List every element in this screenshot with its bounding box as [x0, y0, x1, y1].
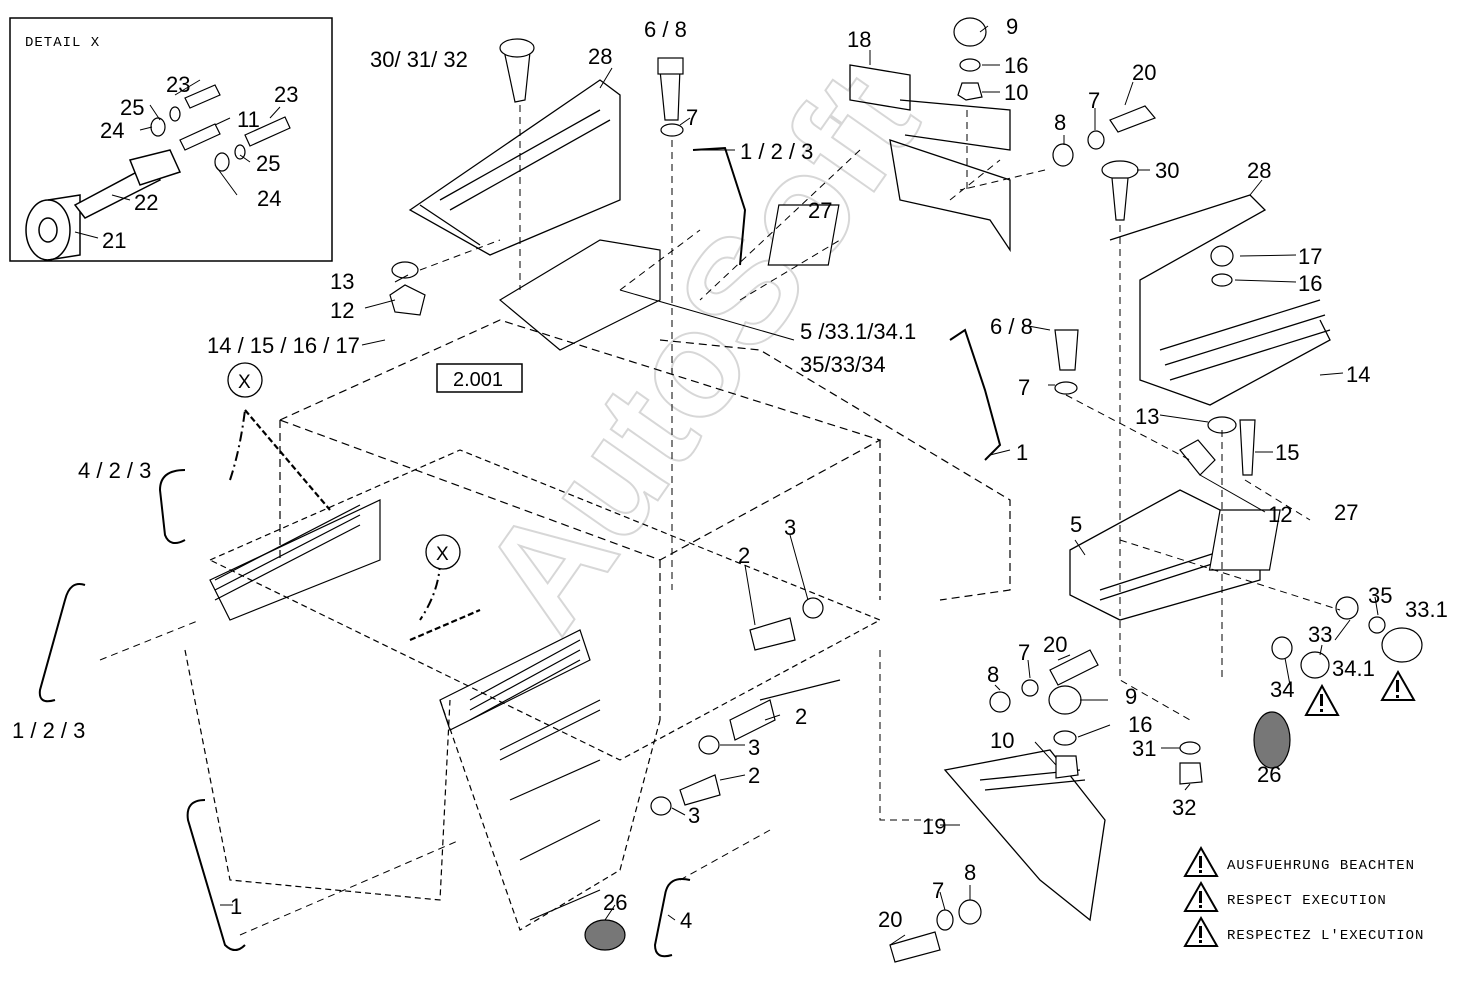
part-label: 24: [100, 118, 124, 143]
part-label: 7: [686, 105, 698, 130]
part-label: 13: [330, 269, 354, 294]
part-labels: 23 25 24 11 23 25 24 22 21 30/ 31/ 32 28…: [12, 14, 1448, 933]
part-label: 7: [1018, 640, 1030, 665]
part-label: 33.1: [1405, 597, 1448, 622]
detail-panel: DETAIL X: [9, 17, 333, 262]
reference-box: 2.001: [436, 363, 523, 393]
svg-text:2.001: 2.001: [453, 369, 503, 391]
part-label: 28: [588, 44, 612, 69]
part-label: 16: [1004, 53, 1028, 78]
part-label: 27: [808, 198, 832, 223]
part-label: 34.1: [1332, 656, 1375, 681]
part-label: 35/33/34: [800, 352, 886, 377]
svg-text:AutoSoft: AutoSoft: [449, 43, 950, 658]
part-label: 8: [964, 860, 976, 885]
part-label: 30: [1155, 158, 1179, 183]
part-label: 20: [878, 907, 902, 932]
part-label: 32: [1172, 795, 1196, 820]
part-label: 20: [1043, 632, 1067, 657]
step-parts: [229, 64, 1331, 922]
part-label: 14 / 15 / 16 / 17: [207, 333, 360, 358]
part-label: 11: [237, 107, 260, 132]
part-label: 3: [748, 735, 760, 760]
part-label: 19: [922, 814, 946, 839]
part-label: 1: [1016, 440, 1028, 465]
part-label: 23: [274, 82, 298, 107]
part-label: 16: [1128, 712, 1152, 737]
leader-lines: [99, 105, 1341, 936]
detail-marker-x-1: X: [227, 362, 263, 398]
part-label: 10: [1004, 80, 1028, 105]
part-label: 6 / 8: [990, 314, 1033, 339]
part-label: 18: [847, 27, 871, 52]
part-label: 20: [1132, 60, 1156, 85]
part-label: 35: [1368, 583, 1392, 608]
part-label: 8: [987, 662, 999, 687]
svg-text:X: X: [436, 544, 449, 565]
part-label: 4: [680, 908, 692, 933]
part-label: 5: [1070, 512, 1082, 537]
part-label: 12: [330, 298, 354, 323]
part-label: 21: [102, 228, 126, 253]
part-label: 23: [166, 72, 190, 97]
part-label: 14: [1346, 362, 1370, 387]
hardware-parts: [389, 17, 1423, 963]
part-label: 10: [990, 728, 1014, 753]
part-label: 7: [932, 878, 944, 903]
part-label: 27: [1334, 500, 1358, 525]
part-label: 30/ 31/ 32: [370, 47, 468, 72]
part-label: 24: [257, 186, 281, 211]
part-label: 5 /33.1/34.1: [800, 319, 916, 344]
watermark: AutoSoft: [448, 42, 951, 659]
part-label: 8: [1054, 110, 1066, 135]
part-label: 31: [1132, 736, 1156, 761]
part-label: 34: [1270, 677, 1294, 702]
part-label: 13: [1135, 404, 1159, 429]
svg-text:X: X: [238, 372, 251, 393]
part-label: 26: [1257, 762, 1281, 787]
note-fr: RESPECTEZ L'EXECUTION: [1227, 928, 1424, 944]
part-label: 33: [1308, 622, 1332, 647]
part-label: 16: [1298, 271, 1322, 296]
part-label: 26: [603, 890, 627, 915]
callout-lines: [74, 25, 1379, 946]
part-label: 22: [134, 190, 158, 215]
part-label: 2: [795, 704, 807, 729]
part-label: 25: [120, 95, 144, 120]
part-label: 1: [230, 894, 242, 919]
part-label: 7: [1018, 375, 1030, 400]
part-label: 12: [1268, 502, 1292, 527]
execution-notes: AUSFUEHRUNG BEACHTEN RESPECT EXECUTION R…: [1183, 845, 1424, 947]
part-label: 1 / 2 / 3: [740, 139, 813, 164]
part-label: 7: [1088, 88, 1100, 113]
part-label: 2: [748, 763, 760, 788]
note-en: RESPECT EXECUTION: [1227, 893, 1387, 909]
part-label: 15: [1275, 440, 1299, 465]
part-label: 28: [1247, 158, 1271, 183]
note-de: AUSFUEHRUNG BEACHTEN: [1227, 858, 1415, 874]
part-label: 25: [256, 151, 280, 176]
part-label: 9: [1125, 684, 1137, 709]
detail-title: DETAIL X: [25, 35, 100, 51]
detail-marker-x-2: X: [425, 534, 461, 570]
chassis-drawing: [38, 146, 1011, 958]
part-label: 17: [1298, 244, 1322, 269]
part-label: 9: [1006, 14, 1018, 39]
part-label: 3: [784, 515, 796, 540]
part-label: 1 / 2 / 3: [12, 718, 85, 743]
part-label: 3: [688, 803, 700, 828]
part-label: 4 / 2 / 3: [78, 458, 151, 483]
part-label: 2: [738, 543, 750, 568]
part-label: 6 / 8: [644, 17, 687, 42]
